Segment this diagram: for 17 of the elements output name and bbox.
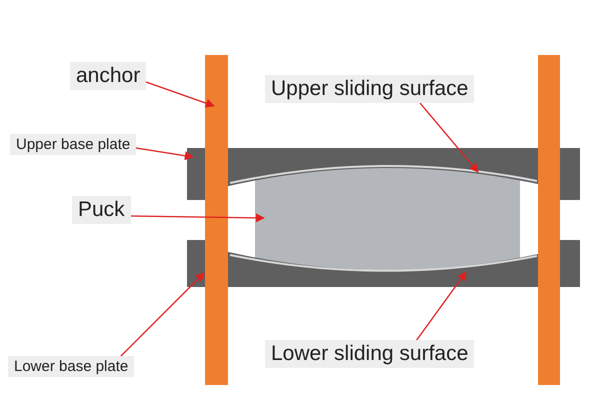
part-label: Puck xyxy=(72,196,131,224)
sliding-surface xyxy=(230,165,538,184)
puck xyxy=(255,168,520,270)
leader-line xyxy=(120,272,205,358)
part-label: Upper base plate xyxy=(10,134,136,155)
leader-line xyxy=(136,147,194,160)
sliding-surface xyxy=(230,254,538,272)
leader-line xyxy=(420,102,479,173)
anchor-bar xyxy=(538,55,560,385)
anchor-bar xyxy=(205,55,228,385)
leader-line xyxy=(415,271,467,342)
part-label: Upper sliding surface xyxy=(265,75,474,103)
part-label: anchor xyxy=(70,62,146,90)
part-label: Lower base plate xyxy=(8,356,134,377)
leader-line xyxy=(146,81,215,108)
leader-line xyxy=(131,213,265,222)
part-label: Lower sliding surface xyxy=(265,340,474,368)
